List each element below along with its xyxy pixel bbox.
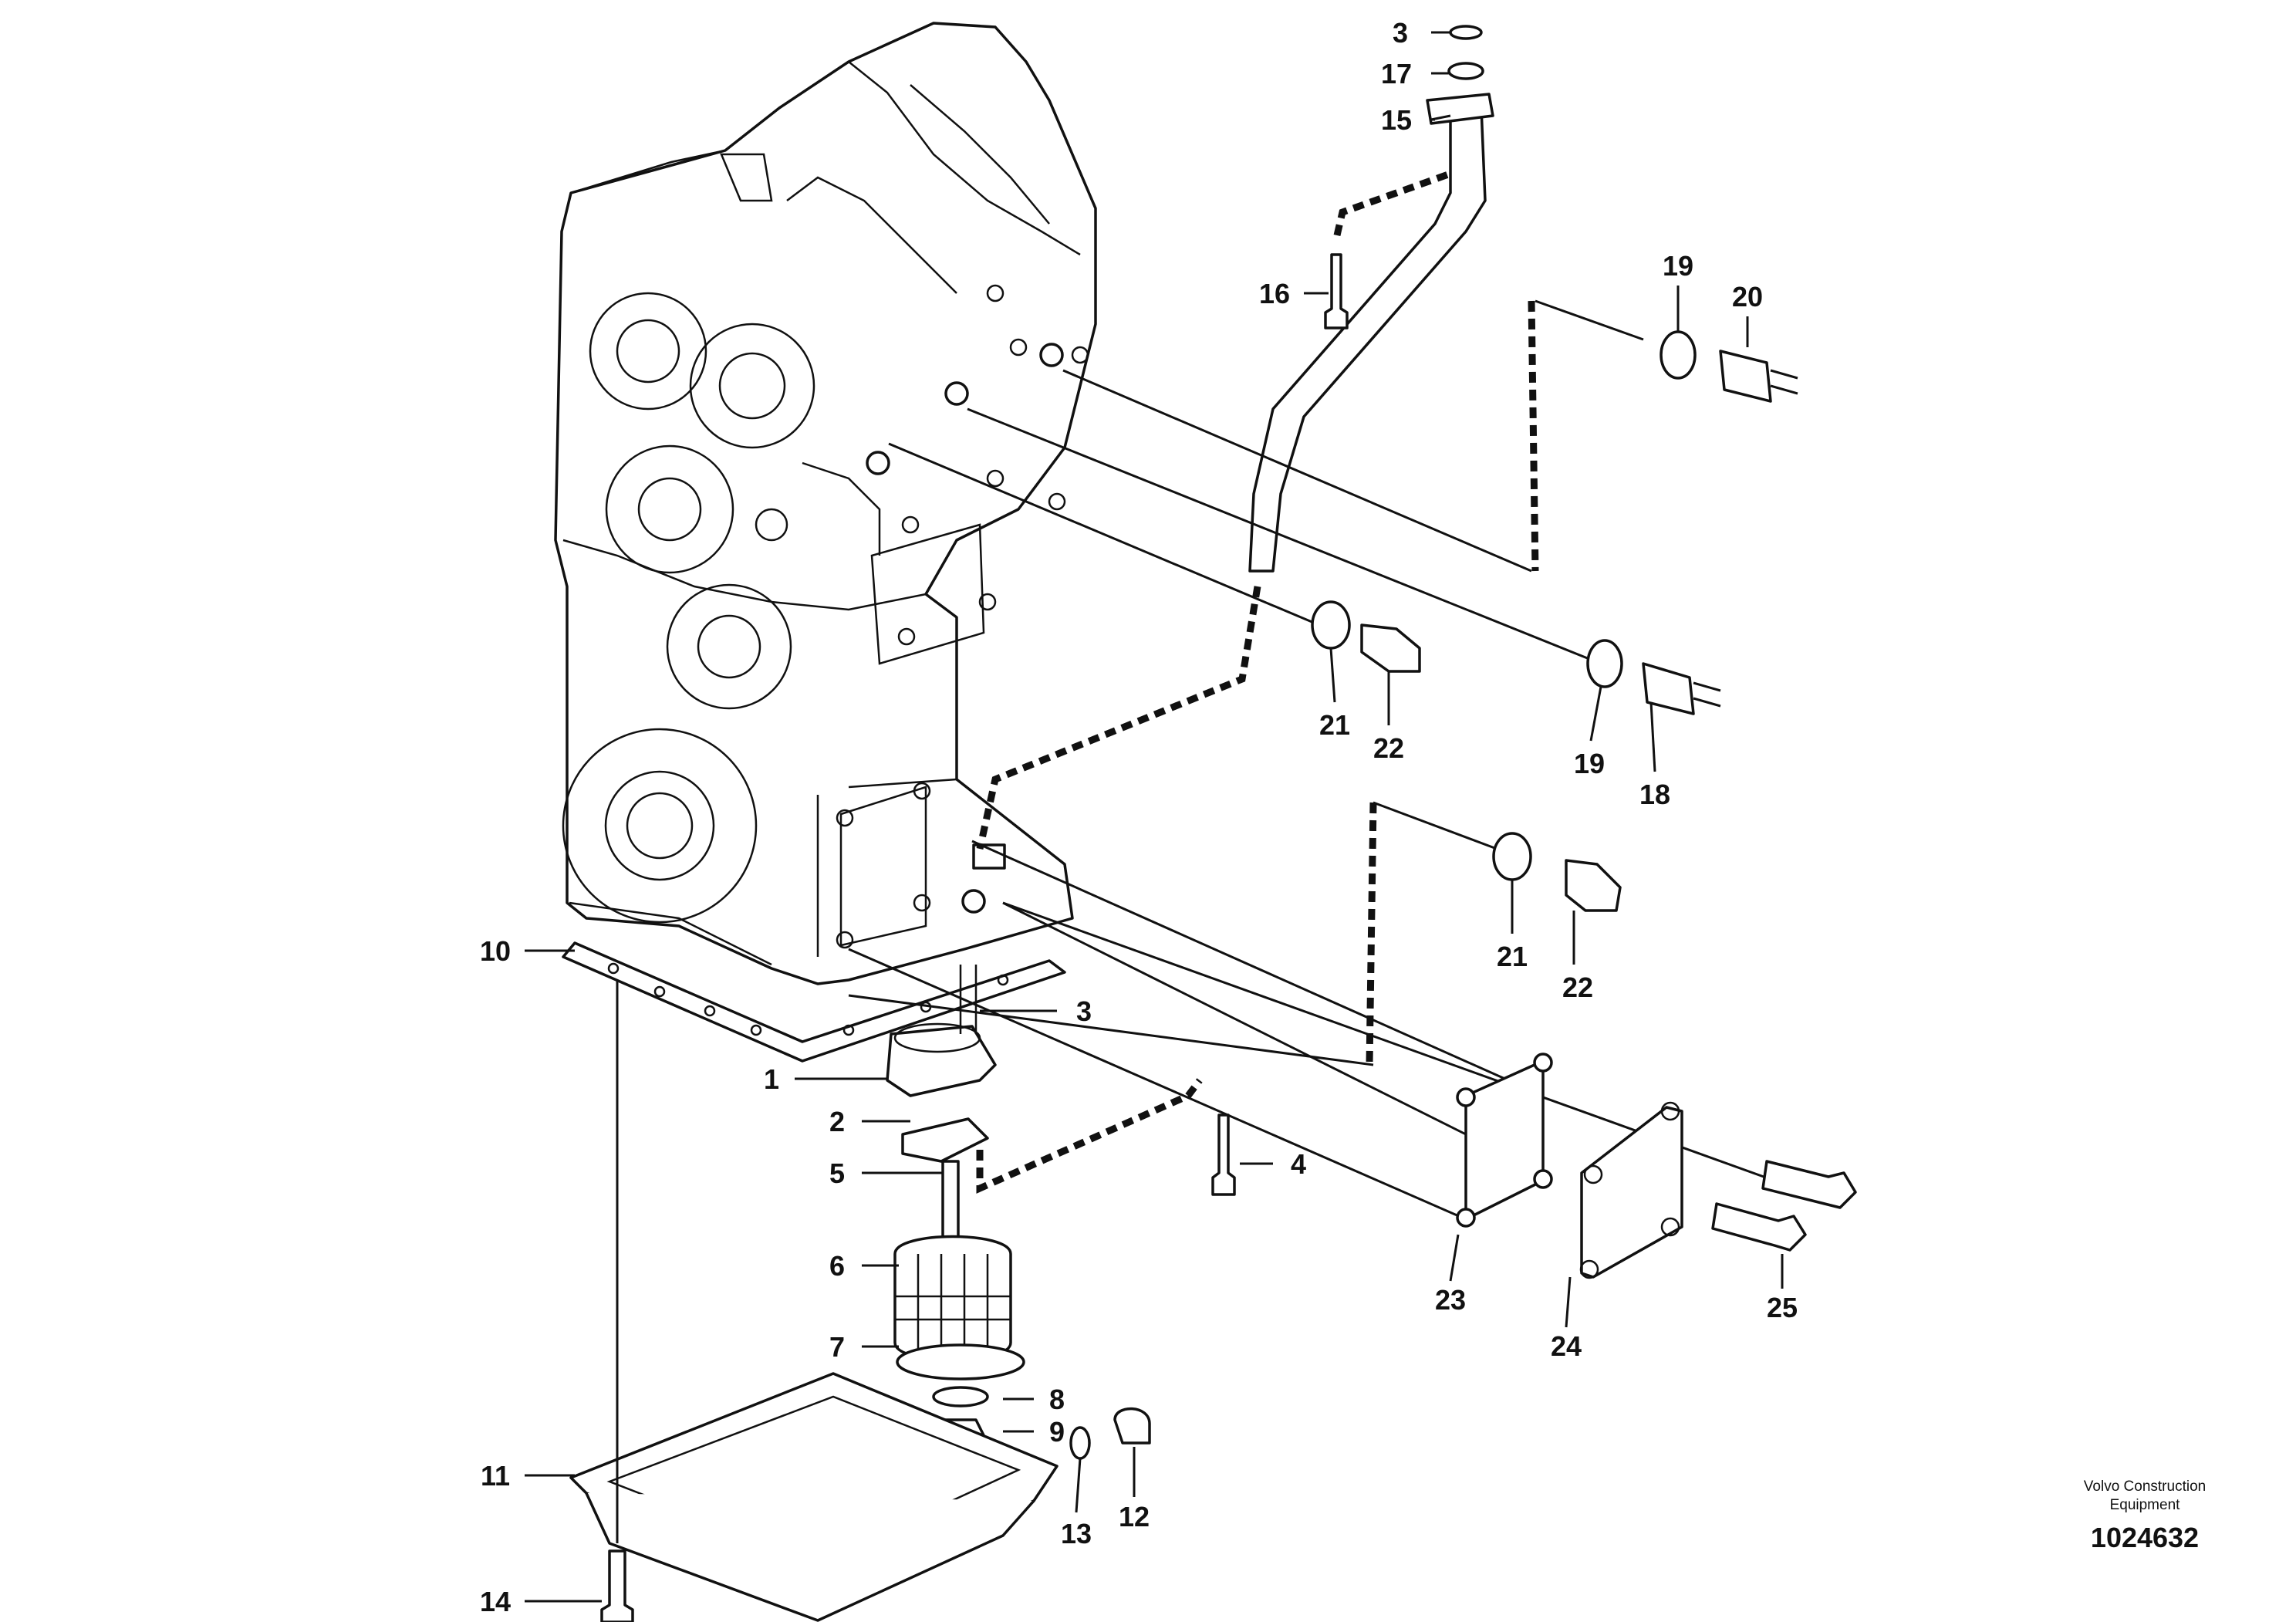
callout-22-a: 22 bbox=[1373, 732, 1404, 764]
callout-19-b: 19 bbox=[1574, 748, 1605, 779]
leader-lines bbox=[525, 31, 1784, 1603]
cover-plate-24 bbox=[1580, 1106, 1683, 1279]
bolt-4 bbox=[1211, 1113, 1236, 1196]
callout-13: 13 bbox=[1061, 1518, 1092, 1549]
callout-17: 17 bbox=[1381, 58, 1412, 90]
transmission-housing bbox=[554, 22, 1097, 985]
oil-pan bbox=[569, 980, 1151, 1622]
callout-8: 8 bbox=[1049, 1384, 1065, 1415]
filter-6 bbox=[893, 1235, 1012, 1362]
gasket-bolt-holes bbox=[607, 962, 1009, 1036]
callout-23: 23 bbox=[1435, 1284, 1466, 1316]
callout-labels: 3 17 15 16 19 20 21 22 19 18 21 22 10 3 … bbox=[480, 17, 1798, 1617]
callout-7: 7 bbox=[829, 1331, 845, 1363]
housing-gasket bbox=[562, 941, 1066, 1063]
document-number: 1024632 bbox=[2091, 1522, 2199, 1553]
callout-16: 16 bbox=[1259, 278, 1290, 309]
washer-17 bbox=[1447, 62, 1484, 80]
breather-pipe bbox=[976, 25, 1494, 850]
callout-21-b: 21 bbox=[1497, 941, 1528, 972]
seal-7 bbox=[896, 1343, 1025, 1380]
callout-20: 20 bbox=[1732, 281, 1763, 313]
sensors-and-plugs bbox=[888, 299, 1798, 1066]
callout-15: 15 bbox=[1381, 104, 1412, 136]
callout-18: 18 bbox=[1639, 779, 1670, 810]
callout-5: 5 bbox=[829, 1157, 845, 1189]
bolt-16 bbox=[1324, 253, 1349, 329]
seal-ring-top bbox=[1449, 25, 1483, 40]
callout-12: 12 bbox=[1119, 1501, 1150, 1532]
callout-4: 4 bbox=[1291, 1148, 1306, 1180]
callout-11: 11 bbox=[481, 1460, 510, 1492]
brand-line-2: Equipment bbox=[2110, 1497, 2181, 1513]
cover-gasket-23 bbox=[1464, 1059, 1545, 1221]
callout-22-b: 22 bbox=[1562, 972, 1593, 1003]
o-ring-13 bbox=[1069, 1426, 1091, 1460]
cover-plate-assembly bbox=[848, 840, 1857, 1279]
stud-5 bbox=[941, 1160, 960, 1244]
bolt-25-a bbox=[1761, 1160, 1857, 1209]
callout-2: 2 bbox=[829, 1106, 845, 1137]
callout-21-a: 21 bbox=[1319, 709, 1350, 741]
callout-24: 24 bbox=[1551, 1330, 1582, 1362]
callout-19-top: 19 bbox=[1663, 250, 1693, 282]
magnet-1 bbox=[886, 1025, 997, 1097]
washer-2 bbox=[901, 1117, 989, 1163]
callout-9: 9 bbox=[1049, 1416, 1065, 1448]
drain-plug-12 bbox=[1113, 1407, 1151, 1445]
brand-line-1: Volvo Construction bbox=[2084, 1478, 2206, 1495]
callout-3-top: 3 bbox=[1393, 17, 1408, 49]
filter-stack bbox=[886, 965, 1236, 1448]
footer: Volvo Construction Equipment 1024632 bbox=[2084, 1478, 2206, 1553]
callout-3-mid: 3 bbox=[1076, 995, 1092, 1027]
washer-8 bbox=[932, 1386, 989, 1407]
callout-1: 1 bbox=[764, 1063, 779, 1095]
callout-25: 25 bbox=[1767, 1292, 1798, 1323]
callout-10: 10 bbox=[480, 935, 511, 967]
callout-14: 14 bbox=[480, 1586, 511, 1617]
bolt-25-b bbox=[1711, 1202, 1807, 1252]
callout-6: 6 bbox=[829, 1250, 845, 1282]
bolt-14 bbox=[600, 1549, 634, 1622]
